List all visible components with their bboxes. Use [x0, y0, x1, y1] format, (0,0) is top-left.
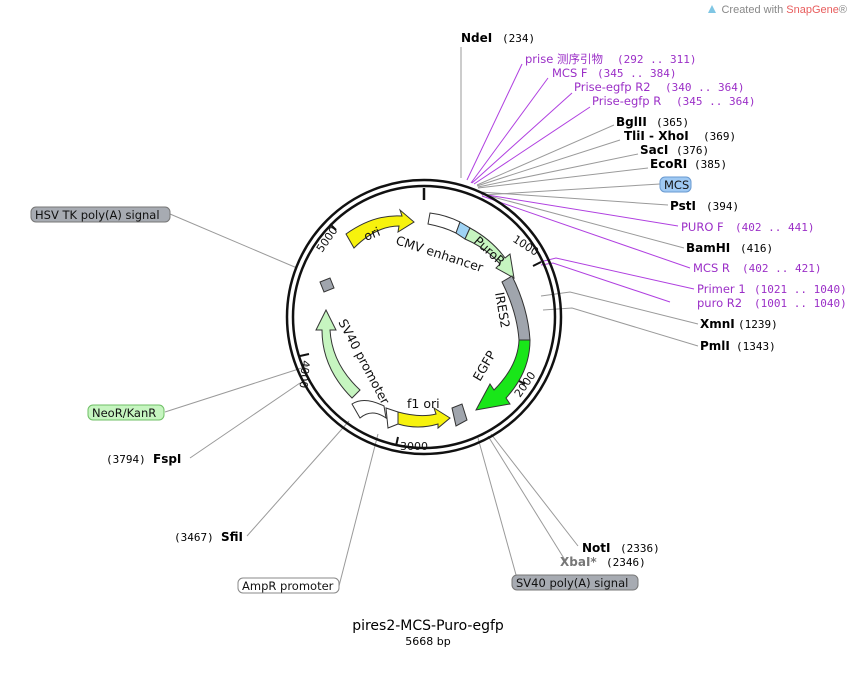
enzyme-name: NdeI	[461, 31, 492, 45]
credit-product: SnapGene	[786, 4, 839, 16]
credit-prefix: Created with	[721, 4, 787, 16]
enzyme-site-noti[interactable]: NotI (2336)	[582, 541, 660, 555]
primer-prise-seq[interactable]: prise 测序引物 (292 .. 311)	[525, 52, 696, 66]
enzyme-name: XmnI	[700, 317, 735, 331]
enzyme-site-sfii[interactable]: (3467) SfiI	[174, 530, 243, 544]
enzyme-site-xmni[interactable]: XmnI (1239)	[700, 317, 778, 331]
enzyme-position: (416)	[740, 242, 773, 255]
credit-mark: ®	[838, 4, 847, 16]
enzyme-name: EcoRI	[650, 157, 687, 171]
feature-ori: ori	[345, 208, 415, 249]
enzyme-position: (394)	[706, 200, 739, 213]
primer-position: (292 .. 311)	[617, 53, 696, 66]
box-leader-lines	[164, 183, 661, 587]
feature-box-neor-kanr[interactable]: NeoR/KanR	[87, 404, 165, 421]
backbone-outer	[285, 178, 563, 456]
enzyme-name: SfiI	[221, 530, 243, 544]
enzyme-position: (3794)	[106, 453, 146, 466]
feature-label-egfp: EGFP	[470, 348, 499, 384]
primer-mcs-r[interactable]: MCS R (402 .. 421)	[693, 261, 821, 275]
enzyme-name: XbaI*	[560, 555, 597, 569]
primer-puro-r2[interactable]: puro R2 (1001 .. 1040)	[697, 296, 847, 310]
snapgene-logo-icon	[708, 5, 717, 13]
primer-name: Prise-egfp R	[592, 94, 661, 108]
enzyme-site-fspi[interactable]: (3794) FspI	[106, 452, 181, 466]
enzyme-position: (2336)	[620, 542, 660, 555]
feature-box-label: HSV TK poly(A) signal	[35, 208, 160, 222]
primer-name: MCS F	[552, 66, 588, 80]
primer-mcs-f[interactable]: MCS F (345 .. 384)	[552, 66, 676, 80]
enzyme-site-ecori[interactable]: EcoRI (385)	[650, 157, 727, 171]
feature-box-sv40-polya[interactable]: SV40 poly(A) signal	[511, 574, 639, 591]
map-title: pires2-MCS-Puro-egfp	[352, 618, 504, 634]
enzyme-site-saci[interactable]: SacI (376)	[640, 143, 709, 157]
enzyme-site-ndei[interactable]: NdeI (234)	[461, 31, 535, 45]
enzyme-name: FspI	[153, 452, 181, 466]
primer-prise-egfp-r2[interactable]: Prise-egfp R2 (340 .. 364)	[574, 80, 744, 94]
feature-label-ires2: IRES2	[492, 291, 513, 329]
feature-label-sv40prom: SV40 promoter	[335, 316, 393, 407]
feature-box-label: MCS	[664, 178, 689, 192]
enzyme-position: (1239)	[738, 318, 778, 331]
snapgene-credit: Created with SnapGene®	[707, 4, 847, 16]
primer-primer-1[interactable]: Primer 1 (1021 .. 1040)	[697, 282, 847, 296]
primer-name: Primer 1	[697, 282, 746, 296]
primer-puro-f[interactable]: PURO F (402 .. 441)	[681, 220, 814, 234]
primer-position: (1001 .. 1040)	[754, 297, 847, 310]
enzyme-position: (369)	[703, 130, 736, 143]
enzyme-name: BglII	[616, 115, 647, 129]
map-size: 5668 bp	[405, 635, 450, 648]
primer-name: puro R2	[697, 296, 742, 310]
primer-position: (345 .. 384)	[597, 67, 676, 80]
feature-neor-kanr	[315, 308, 361, 399]
enzyme-position: (3467)	[174, 531, 214, 544]
enzyme-site-xbai[interactable]: XbaI* (2346)	[560, 555, 646, 569]
backbone-inner	[291, 184, 557, 450]
primer-position: (402 .. 421)	[742, 262, 821, 275]
enzyme-name: SacI	[640, 143, 668, 157]
tick-label-4000: 4000	[297, 360, 312, 389]
enzyme-site-pmli[interactable]: PmlI (1343)	[700, 339, 776, 353]
enzyme-position: (2346)	[606, 556, 646, 569]
primer-position: (402 .. 441)	[735, 221, 814, 234]
enzyme-site-tlii-xhoi[interactable]: TliI - XhoI (369)	[624, 129, 736, 143]
enzyme-name: BamHI	[686, 241, 730, 255]
enzyme-site-bamhi[interactable]: BamHI (416)	[686, 241, 773, 255]
enzyme-name: PmlI	[700, 339, 730, 353]
enzyme-name: PstI	[670, 199, 696, 213]
enzyme-name: NotI	[582, 541, 611, 555]
primer-name: MCS R	[693, 261, 730, 275]
primer-position: (1021 .. 1040)	[754, 283, 847, 296]
feature-box-label: NeoR/KanR	[92, 406, 156, 420]
enzyme-position: (1343)	[736, 340, 776, 353]
enzyme-position: (365)	[656, 116, 689, 129]
enzyme-name: TliI - XhoI	[624, 129, 689, 143]
tick-label-3000: 3000	[400, 440, 428, 453]
primer-name: prise 测序引物	[525, 52, 603, 66]
feature-box-hsv-tk-polya[interactable]: HSV TK poly(A) signal	[30, 206, 171, 223]
primer-position: (345 .. 364)	[676, 95, 755, 108]
feature-ires2: IRES2	[492, 275, 531, 341]
enzyme-position: (234)	[502, 32, 535, 45]
primer-position: (340 .. 364)	[665, 81, 744, 94]
enzyme-position: (385)	[694, 158, 727, 171]
feature-box-ampr-promoter[interactable]: AmpR promoter	[237, 577, 340, 594]
feature-sv40-polya-marker	[451, 403, 468, 427]
feature-label-f1ori: f1 ori	[407, 396, 440, 411]
feature-box-label: AmpR promoter	[242, 579, 334, 593]
primer-name: Prise-egfp R2	[574, 80, 651, 94]
feature-label-ori: ori	[362, 224, 383, 244]
feature-f1-ori: f1 ori	[397, 396, 451, 430]
scale-ticks	[299, 223, 542, 447]
enzyme-site-bglii[interactable]: BglII (365)	[616, 115, 689, 129]
enzyme-leader-lines	[189, 47, 699, 561]
feature-box-label: SV40 poly(A) signal	[516, 576, 628, 590]
primer-name: PURO F	[681, 220, 724, 234]
feature-box-mcs[interactable]: MCS	[659, 176, 692, 193]
enzyme-site-psti[interactable]: PstI (394)	[670, 199, 739, 213]
enzyme-position: (376)	[676, 144, 709, 157]
primer-prise-egfp-r[interactable]: Prise-egfp R (345 .. 364)	[592, 94, 755, 108]
feature-hsv-tk-polya-marker	[319, 277, 335, 293]
